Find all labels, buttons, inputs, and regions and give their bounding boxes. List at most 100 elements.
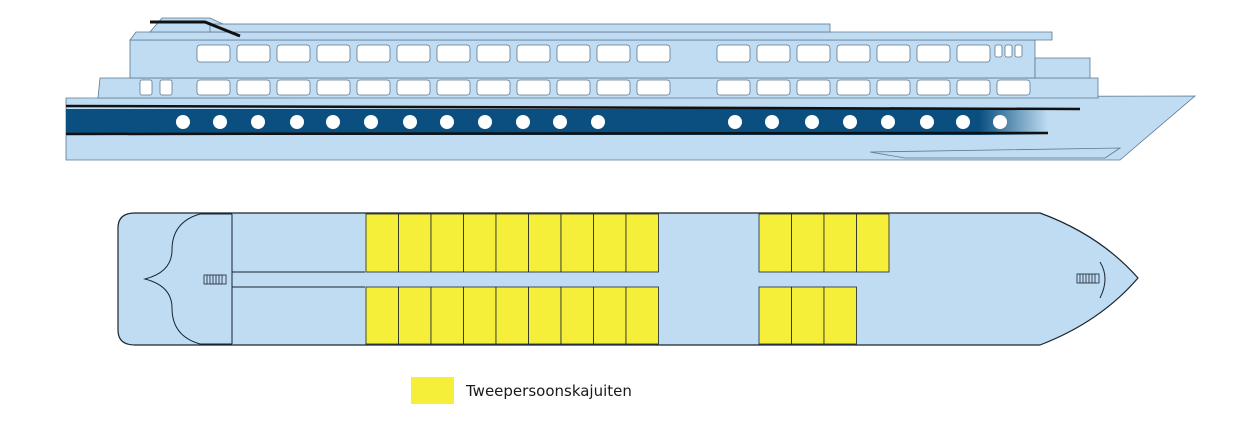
porthole: [591, 115, 605, 129]
window: [756, 44, 791, 63]
porthole: [403, 115, 417, 129]
double-cabin: [398, 213, 432, 273]
double-cabin: [463, 286, 497, 345]
porthole: [478, 115, 492, 129]
window: [796, 79, 831, 96]
side-sun-deck: [129, 31, 1053, 41]
window: [876, 44, 911, 63]
window: [276, 79, 311, 96]
double-cabin: [365, 286, 399, 345]
window: [756, 79, 791, 96]
double-cabin: [463, 213, 497, 273]
window: [139, 79, 153, 96]
window: [596, 44, 631, 63]
double-cabin: [528, 213, 562, 273]
window: [356, 79, 391, 96]
porthole: [553, 115, 567, 129]
double-cabin: [856, 213, 890, 273]
double-cabin: [791, 213, 825, 273]
porthole: [213, 115, 227, 129]
window: [836, 44, 871, 63]
window: [996, 79, 1031, 96]
side-bow-keel: [869, 147, 1122, 159]
window: [316, 44, 351, 63]
porthole: [364, 115, 378, 129]
window: [396, 44, 431, 63]
window: [436, 79, 471, 96]
window: [596, 79, 631, 96]
window: [796, 44, 831, 63]
plan-stern-curve: [143, 213, 232, 345]
window: [356, 44, 391, 63]
porthole: [176, 115, 190, 129]
legend-swatch-double-cabin: [411, 377, 454, 404]
window: [956, 44, 991, 63]
porthole: [993, 115, 1007, 129]
window: [556, 79, 591, 96]
stern-stairs: [203, 274, 227, 285]
window: [236, 79, 271, 96]
double-cabin: [495, 213, 529, 273]
double-cabin: [430, 213, 464, 273]
side-top-rail: [209, 23, 831, 33]
window: [396, 79, 431, 96]
window: [476, 79, 511, 96]
window: [476, 44, 511, 63]
window: [196, 79, 231, 96]
side-windows: [139, 44, 1031, 96]
double-cabin: [528, 286, 562, 345]
window: [516, 79, 551, 96]
window: [956, 79, 991, 96]
window: [716, 44, 751, 63]
window: [636, 79, 671, 96]
porthole: [251, 115, 265, 129]
wheelhouse-trim: [150, 20, 241, 38]
double-cabin: [560, 213, 594, 273]
window: [236, 44, 271, 63]
hull-stripe-top-line: [65, 104, 1081, 111]
window: [994, 44, 1003, 58]
double-cabin: [625, 213, 659, 273]
double-cabin: [758, 213, 792, 273]
double-cabin: [593, 213, 627, 273]
porthole: [843, 115, 857, 129]
portholes: [176, 115, 1007, 129]
porthole: [440, 115, 454, 129]
window: [516, 44, 551, 63]
window: [716, 79, 751, 96]
porthole: [956, 115, 970, 129]
window: [916, 44, 951, 63]
double-cabin: [791, 286, 825, 345]
window: [316, 79, 351, 96]
porthole: [881, 115, 895, 129]
double-cabin: [430, 286, 464, 345]
window: [916, 79, 951, 96]
double-cabin: [593, 286, 627, 345]
window: [1004, 44, 1013, 58]
porthole: [516, 115, 530, 129]
porthole: [765, 115, 779, 129]
double-cabin: [823, 286, 857, 345]
window: [276, 44, 311, 63]
porthole: [805, 115, 819, 129]
double-cabins: [365, 213, 890, 345]
hull-stripe-bottom-line: [65, 131, 1049, 136]
porthole: [290, 115, 304, 129]
window: [876, 79, 911, 96]
double-cabin: [495, 286, 529, 345]
side-bow-step: [1034, 57, 1091, 79]
window: [836, 79, 871, 96]
window: [196, 44, 231, 63]
porthole: [920, 115, 934, 129]
porthole: [326, 115, 340, 129]
porthole: [728, 115, 742, 129]
legend-label-double-cabin: Tweepersoonskajuiten: [466, 381, 632, 400]
window: [436, 44, 471, 63]
double-cabin: [758, 286, 792, 345]
bow-stairs: [1076, 273, 1100, 284]
double-cabin: [398, 286, 432, 345]
plan-bow-inner: [1099, 261, 1106, 299]
double-cabin: [625, 286, 659, 345]
double-cabin: [365, 213, 399, 273]
